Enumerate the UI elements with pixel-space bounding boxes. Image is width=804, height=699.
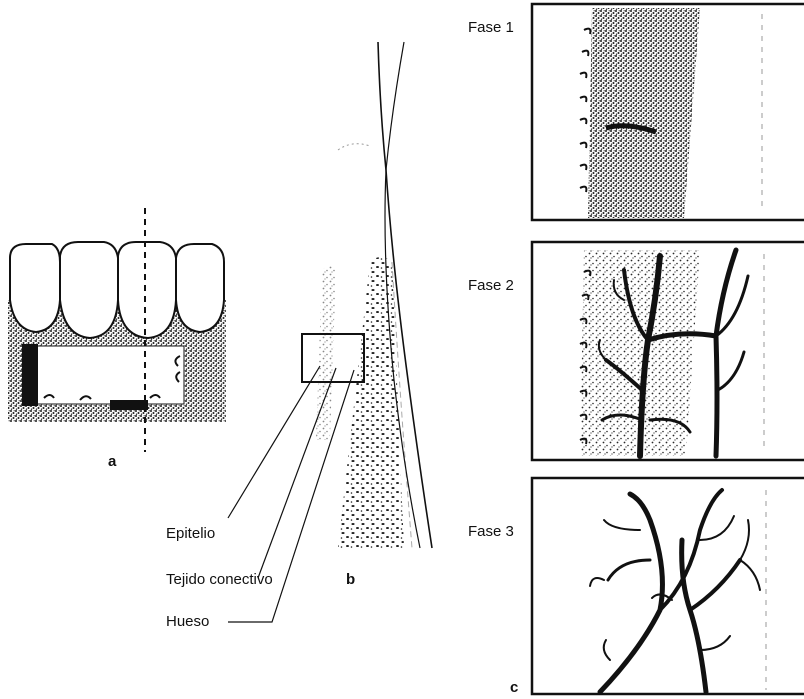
exposed-area bbox=[36, 346, 184, 404]
phase-3-label: Fase 3 bbox=[468, 523, 514, 540]
phase-1-label: Fase 1 bbox=[468, 19, 514, 36]
label-epitelio: Epitelio bbox=[166, 525, 215, 542]
tooth-2 bbox=[60, 242, 118, 338]
panel-b-illustration bbox=[228, 42, 432, 622]
label-tejido-conectivo: Tejido conectivo bbox=[166, 571, 273, 588]
panel-b-letter: b bbox=[346, 571, 355, 588]
phase-2-label: Fase 2 bbox=[468, 277, 514, 294]
panel-a-illustration bbox=[8, 208, 226, 452]
label-hueso: Hueso bbox=[166, 613, 209, 630]
phase-2-frame bbox=[532, 242, 804, 460]
tooth-3 bbox=[118, 242, 176, 338]
phase-3-frame bbox=[532, 478, 804, 694]
tooth-1 bbox=[10, 244, 60, 332]
tooth-4 bbox=[176, 244, 224, 332]
leader-epitelio bbox=[228, 366, 320, 518]
panel-a-letter: a bbox=[108, 453, 117, 470]
panel-c-letter: c bbox=[510, 679, 518, 696]
phase-1-frame bbox=[532, 4, 804, 220]
